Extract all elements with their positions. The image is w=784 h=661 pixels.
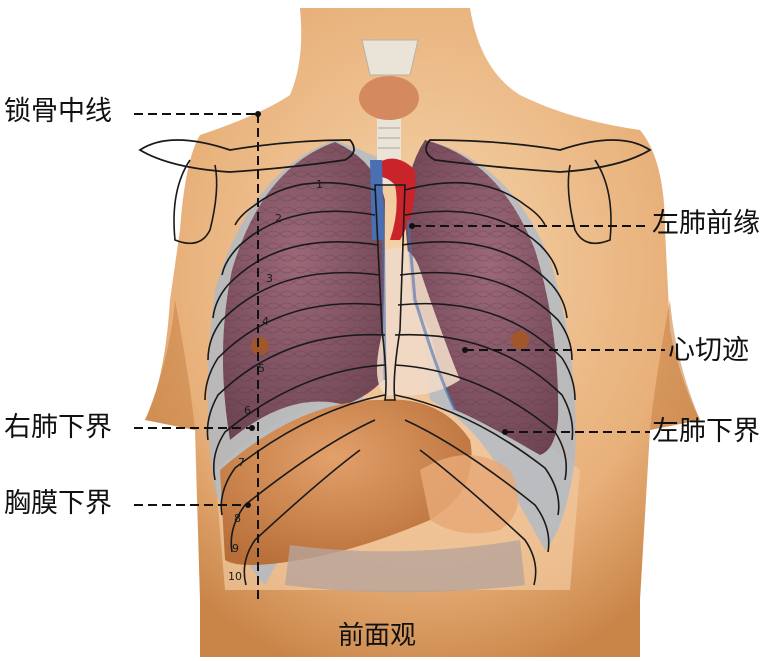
rib-number-2: 2	[275, 212, 282, 225]
label-cardiac-notch: 心切迹	[668, 335, 749, 366]
left-lung-anterior-dot	[409, 223, 415, 229]
left-nipple	[511, 331, 529, 349]
rib-number-8: 8	[234, 512, 241, 525]
view-caption: 前面观	[338, 621, 417, 651]
midclavicular-dot	[255, 111, 261, 117]
label-midclavicular-line: 锁骨中线	[4, 96, 112, 127]
label-pleura-inferior-border: 胸膜下界	[4, 488, 112, 519]
right-clavicle	[138, 139, 355, 173]
left-clavicle	[425, 139, 652, 173]
stomach	[420, 455, 518, 534]
rib-number-9: 9	[232, 542, 239, 555]
left-scapula	[567, 159, 612, 245]
pleura-inferior-dot	[245, 502, 251, 508]
rib-number-4: 4	[262, 315, 269, 328]
right-scapula	[173, 159, 218, 245]
rib-number-5: 5	[258, 362, 265, 375]
left-ribs	[394, 181, 576, 586]
rib-numbers: 1 2 3 4 5 6 7 8 9 10	[228, 178, 323, 583]
colon	[285, 540, 525, 593]
rib-number-6: 6	[244, 404, 251, 417]
left-lung-pleural-edge	[406, 219, 457, 411]
axilla-shadow-right	[145, 300, 195, 430]
right-ribs	[204, 181, 386, 586]
left-lung-inferior-dot	[502, 429, 508, 435]
sternum	[374, 184, 406, 401]
label-left-lung-anterior-border: 左肺前缘	[652, 208, 760, 239]
leader-lines	[134, 113, 665, 600]
right-nipple	[251, 337, 269, 355]
rib-number-7: 7	[238, 456, 245, 469]
label-left-lung-inferior-border: 左肺下界	[652, 416, 760, 447]
liver	[220, 399, 472, 565]
right-lung-texture	[222, 142, 385, 440]
aorta	[375, 158, 416, 240]
superior-vena-cava	[370, 160, 384, 240]
rib-number-1: 1	[316, 178, 323, 191]
label-right-lung-inferior-border: 右肺下界	[4, 412, 112, 443]
thyroid	[359, 76, 419, 120]
rib-number-10: 10	[228, 570, 242, 583]
leader-dots	[245, 111, 508, 508]
axilla-shadow-left	[650, 300, 700, 430]
cardiac-notch-dot	[462, 347, 468, 353]
heart-pericardium	[376, 247, 460, 396]
rib-number-3: 3	[266, 272, 273, 285]
right-lung-inferior-dot	[249, 425, 255, 431]
larynx	[361, 39, 419, 76]
